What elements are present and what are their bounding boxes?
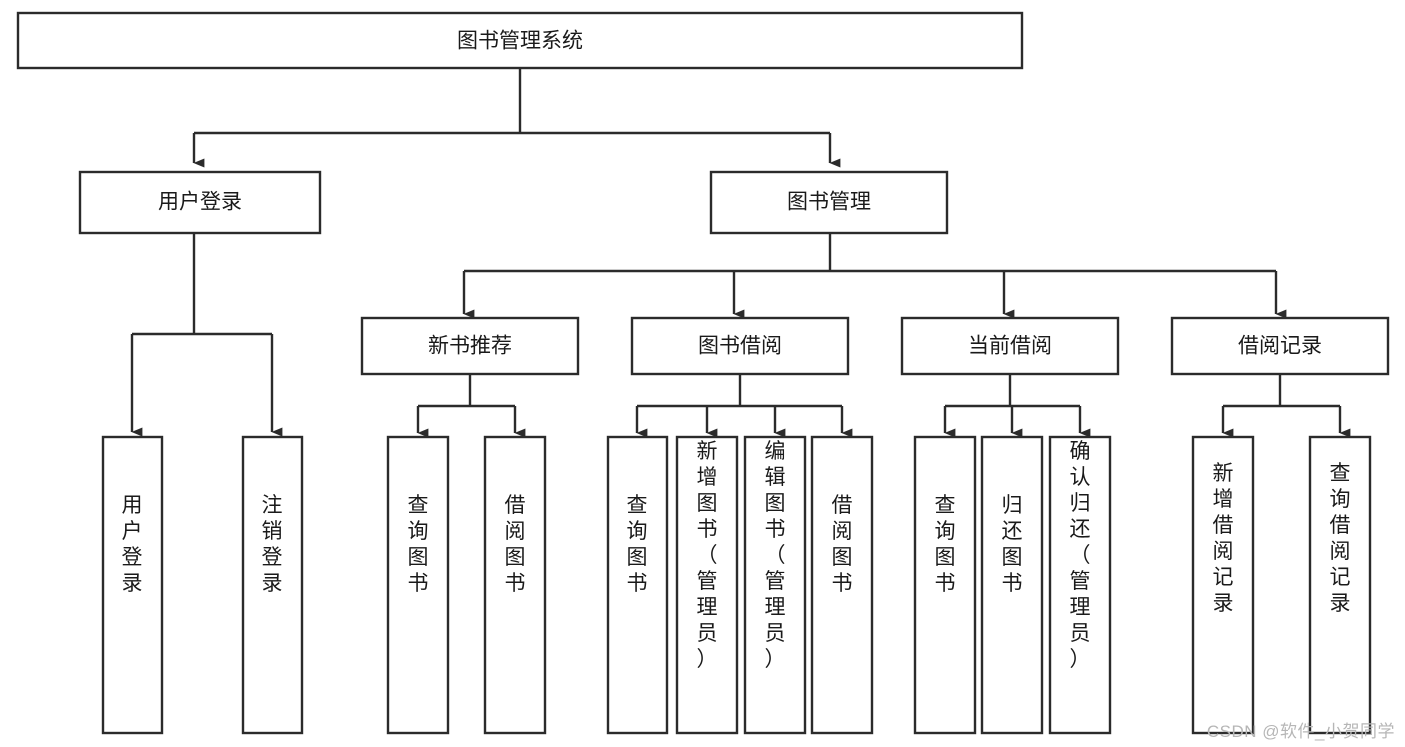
node-cb-return-book[interactable]: 归还图书 xyxy=(980,435,1044,735)
node-bb-query-book[interactable]: 查询图书 xyxy=(606,435,669,735)
node-bb-edit-book-label: 编辑图书（管理员） xyxy=(765,440,786,671)
node-borrow-record-box[interactable] xyxy=(1170,316,1390,376)
node-nbr-borrow-book-label: 借阅图书 xyxy=(505,494,526,595)
node-user-login-label: 用户登录 xyxy=(158,191,242,214)
node-root[interactable]: 图书管理系统 xyxy=(16,11,1024,70)
node-book-borrow-label: 图书借阅 xyxy=(698,335,782,358)
node-br-add-record-label: 新增借阅记录 xyxy=(1213,462,1234,615)
node-cb-query-book[interactable]: 查询图书 xyxy=(913,435,977,735)
node-book-borrow[interactable]: 图书借阅 xyxy=(630,316,850,376)
node-current-borrow-label: 当前借阅 xyxy=(968,335,1052,358)
node-current-borrow[interactable]: 当前借阅 xyxy=(900,316,1120,376)
node-cb-confirm-return-box[interactable] xyxy=(1048,435,1112,735)
node-nbr-query-book-box[interactable] xyxy=(386,435,450,735)
node-nbr-borrow-book[interactable]: 借阅图书 xyxy=(483,435,547,735)
node-nbr-query-book[interactable]: 查询图书 xyxy=(386,435,450,735)
node-bb-add-book-label: 新增图书（管理员） xyxy=(697,440,718,671)
node-user-login-box[interactable] xyxy=(78,170,322,235)
node-bb-edit-book-box[interactable] xyxy=(743,435,807,735)
node-book-manage-label: 图书管理 xyxy=(787,191,871,214)
node-book-manage[interactable]: 图书管理 xyxy=(709,170,949,235)
node-borrow-record-label: 借阅记录 xyxy=(1238,335,1322,358)
node-br-query-record-box[interactable] xyxy=(1308,435,1372,735)
node-bb-add-book[interactable]: 新增图书（管理员） xyxy=(675,435,739,735)
connector-layer xyxy=(130,69,1351,438)
node-cb-query-book-box[interactable] xyxy=(913,435,977,735)
node-book-borrow-box[interactable] xyxy=(630,316,850,376)
node-root-box[interactable] xyxy=(16,11,1024,70)
node-bb-query-book-label: 查询图书 xyxy=(627,494,648,595)
node-user-login-leaf-box[interactable] xyxy=(101,435,164,735)
node-cb-return-book-label: 归还图书 xyxy=(1002,494,1023,595)
node-bb-borrow-book-label: 借阅图书 xyxy=(832,494,853,595)
node-bb-edit-book[interactable]: 编辑图书（管理员） xyxy=(743,435,807,735)
node-root-label: 图书管理系统 xyxy=(457,30,583,53)
node-user-login-leaf[interactable]: 用户登录 xyxy=(101,435,164,735)
node-new-book-recommend-label: 新书推荐 xyxy=(428,335,512,358)
csdn-watermark: CSDN @软件_小贺同学 xyxy=(1206,722,1395,741)
node-bb-borrow-book-box[interactable] xyxy=(810,435,874,735)
node-logout-leaf[interactable]: 注销登录 xyxy=(241,435,304,735)
node-new-book-recommend-box[interactable] xyxy=(360,316,580,376)
node-cb-query-book-label: 查询图书 xyxy=(935,494,956,595)
node-current-borrow-box[interactable] xyxy=(900,316,1120,376)
node-br-query-record-label: 查询借阅记录 xyxy=(1330,462,1351,615)
node-book-manage-box[interactable] xyxy=(709,170,949,235)
node-logout-leaf-box[interactable] xyxy=(241,435,304,735)
node-new-book-recommend[interactable]: 新书推荐 xyxy=(360,316,580,376)
node-bb-add-book-box[interactable] xyxy=(675,435,739,735)
node-user-login[interactable]: 用户登录 xyxy=(78,170,322,235)
node-br-add-record-box[interactable] xyxy=(1191,435,1255,735)
node-bb-borrow-book[interactable]: 借阅图书 xyxy=(810,435,874,735)
node-logout-leaf-label: 注销登录 xyxy=(262,494,283,595)
node-user-login-leaf-label: 用户登录 xyxy=(122,494,143,595)
node-cb-confirm-return[interactable]: 确认归还（管理员） xyxy=(1048,435,1112,735)
node-br-query-record[interactable]: 查询借阅记录 xyxy=(1308,435,1372,735)
node-br-add-record[interactable]: 新增借阅记录 xyxy=(1191,435,1255,735)
node-cb-return-book-box[interactable] xyxy=(980,435,1044,735)
node-nbr-query-book-label: 查询图书 xyxy=(408,494,429,595)
node-cb-confirm-return-label: 确认归还（管理员） xyxy=(1070,440,1091,671)
node-bb-query-book-box[interactable] xyxy=(606,435,669,735)
node-borrow-record[interactable]: 借阅记录 xyxy=(1170,316,1390,376)
node-nbr-borrow-book-box[interactable] xyxy=(483,435,547,735)
